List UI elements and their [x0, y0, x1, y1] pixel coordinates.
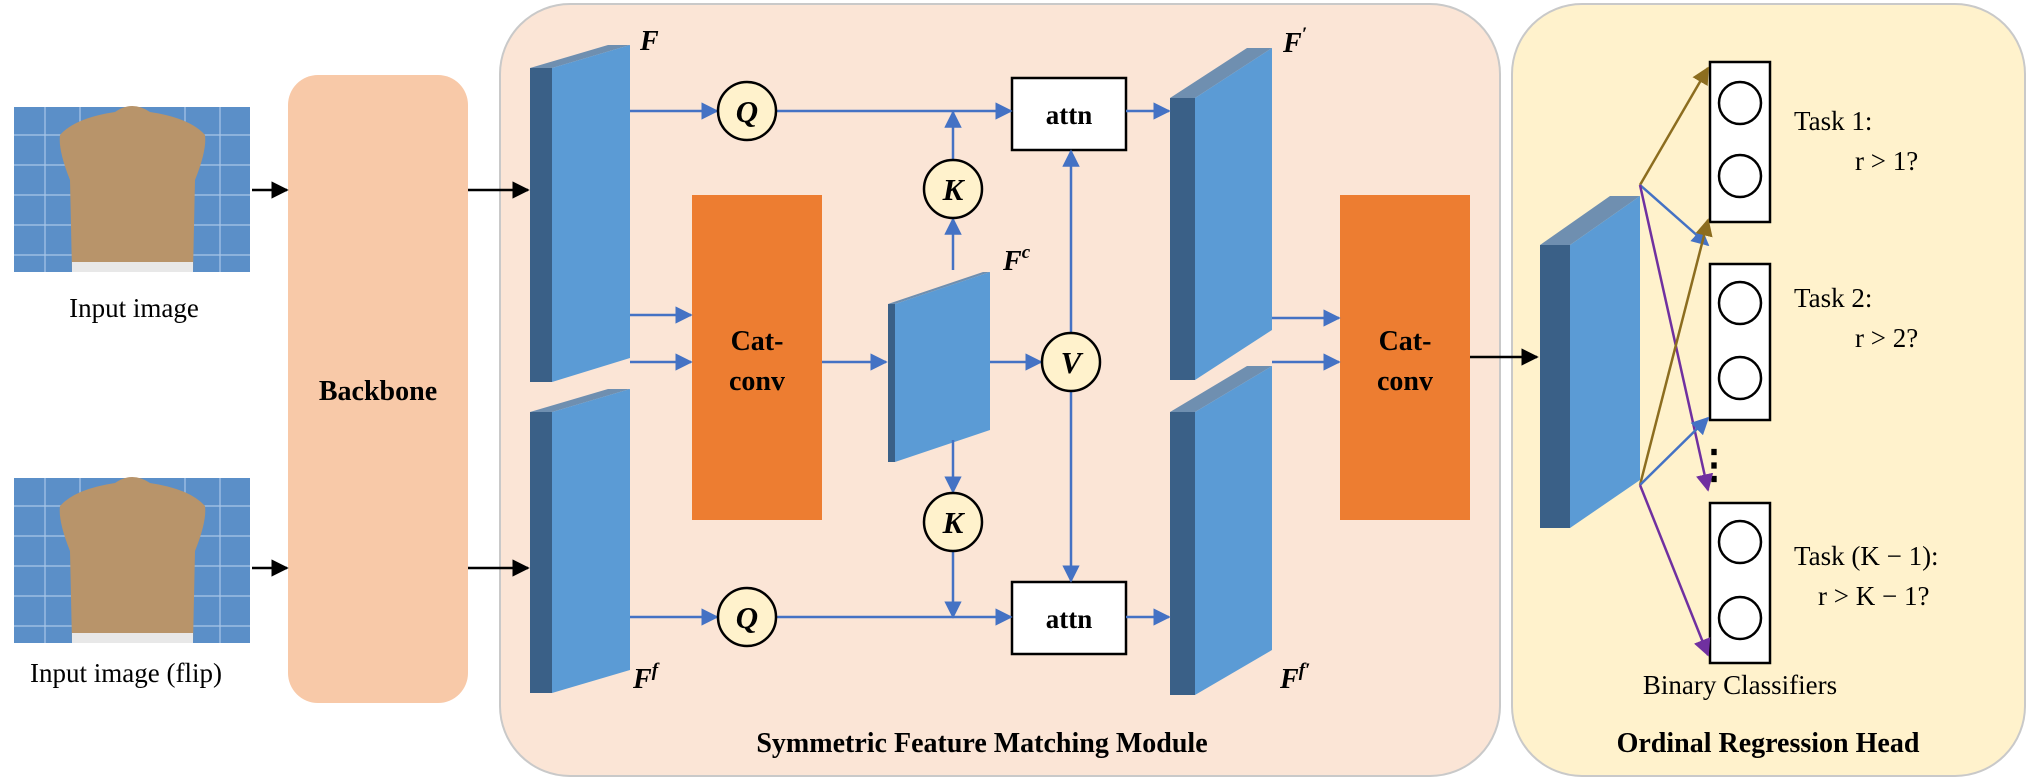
input-image-bottom — [14, 477, 250, 643]
feature-map-F — [530, 45, 630, 382]
task-k-line1: Task (K − 1): — [1794, 541, 1939, 571]
label-Fc: Fc — [1002, 242, 1031, 277]
node-Q-bottom-label: Q — [736, 600, 758, 635]
classifier-k-minus-1 — [1708, 501, 1772, 665]
head-title: Ordinal Regression Head — [1617, 728, 1920, 759]
node-K-top — [922, 158, 984, 220]
node-Q-bottom — [716, 586, 778, 648]
feature-map-Fprime — [1170, 48, 1272, 380]
task-k-line2: r > K − 1? — [1818, 581, 1929, 611]
node-V — [1040, 331, 1102, 393]
label-Ff: Ff — [632, 660, 660, 695]
classifier-1 — [1708, 60, 1772, 224]
feature-map-head — [1540, 196, 1640, 528]
feature-map-Ff — [530, 389, 630, 693]
task-1-line1: Task 1: — [1794, 106, 1872, 136]
classifier-2 — [1708, 262, 1772, 422]
node-Q-top — [716, 80, 778, 142]
arrow-head-blue-2 — [1639, 416, 1710, 486]
sfm-title: Symmetric Feature Matching Module — [756, 728, 1207, 759]
backbone-label: Backbone — [319, 376, 437, 407]
node-K-top-label: K — [942, 172, 966, 207]
backbone-block — [288, 75, 468, 703]
feature-map-Ffprime — [1170, 366, 1272, 695]
arrow-head-gold-1 — [1638, 66, 1710, 186]
node-K-bottom — [922, 491, 984, 553]
task-1-line2: r > 1? — [1855, 146, 1918, 176]
arrow-head-gold-2 — [1638, 218, 1713, 486]
catconv-1-label-line2: conv — [729, 366, 785, 397]
catconv-block-1 — [692, 195, 822, 520]
task-2-line1: Task 2: — [1794, 283, 1872, 313]
binary-classifiers-label: Binary Classifiers — [1643, 670, 1837, 700]
arrow-head-purple-2 — [1638, 484, 1711, 657]
input-image-flip-label: Input image (flip) — [30, 658, 222, 688]
input-image-label: Input image — [69, 293, 199, 323]
label-Fprime: F′ — [1282, 24, 1307, 59]
attn-bottom-label: attn — [1046, 604, 1093, 634]
node-V-label: V — [1061, 345, 1084, 380]
node-Q-top-label: Q — [736, 94, 758, 129]
label-F: F — [639, 26, 659, 57]
catconv-2-label-line1: Cat- — [1379, 326, 1432, 357]
label-Ffprime: Ff′ — [1279, 660, 1310, 695]
arrow-head-purple-1 — [1638, 184, 1714, 492]
catconv-1-label-line1: Cat- — [731, 326, 784, 357]
attn-top-label: attn — [1046, 100, 1093, 130]
catconv-block-2 — [1340, 195, 1470, 520]
task-2-line2: r > 2? — [1855, 323, 1918, 353]
node-K-bottom-label: K — [942, 505, 966, 540]
feature-map-Fc — [888, 272, 990, 462]
catconv-2-label-line2: conv — [1377, 366, 1433, 397]
input-image-top — [14, 106, 250, 272]
